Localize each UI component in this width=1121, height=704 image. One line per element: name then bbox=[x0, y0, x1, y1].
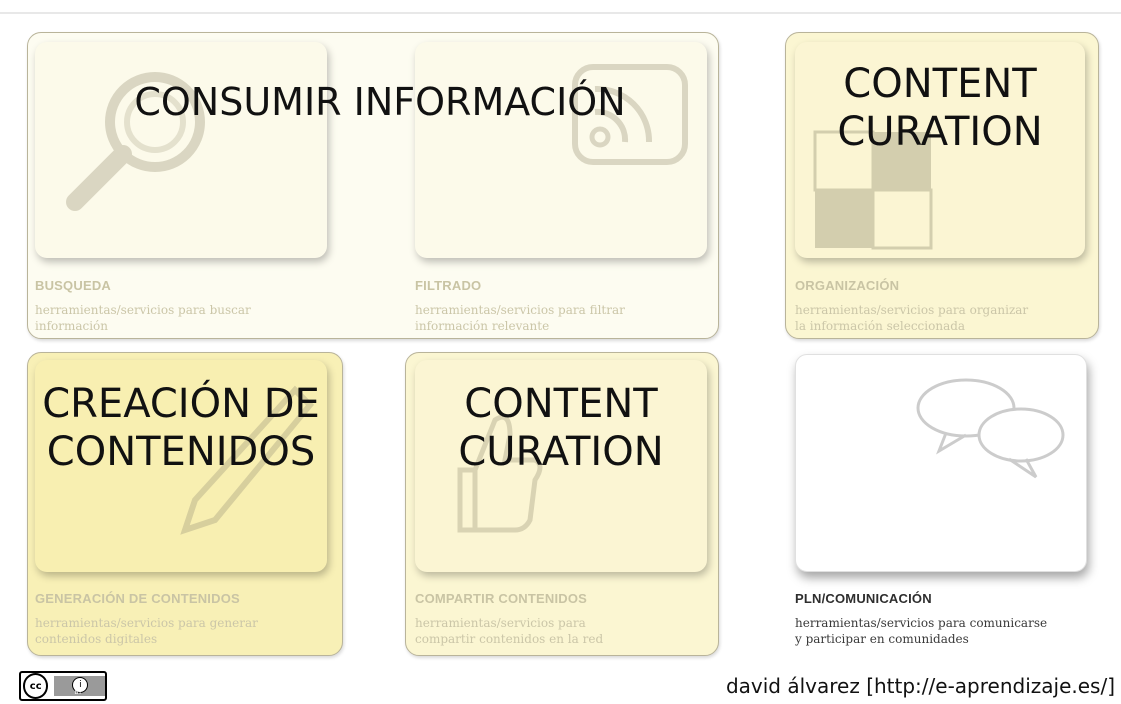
creacion-line2: CONTENIDOS bbox=[46, 429, 316, 475]
compartir-desc-line1: herramientas/servicios para bbox=[415, 616, 586, 630]
by-attribution-icon: i BY bbox=[54, 676, 105, 696]
pln-card bbox=[795, 354, 1087, 572]
compartir-card bbox=[415, 360, 707, 572]
curation-bottom-line2: CURATION bbox=[458, 429, 664, 475]
busqueda-desc-line1: herramientas/servicios para buscar bbox=[35, 303, 251, 317]
curation-bottom-line1: CONTENT bbox=[464, 381, 658, 427]
compartir-desc: herramientas/servicios para compartir co… bbox=[415, 615, 603, 647]
checkerboard-icon bbox=[813, 130, 933, 250]
filtrado-desc-line2: información relevante bbox=[415, 319, 550, 333]
cc-license-badge[interactable]: cc i BY bbox=[19, 671, 107, 701]
author-credit: david álvarez [http://e-aprendizaje.es/] bbox=[725, 674, 1115, 698]
generacion-desc-line2: contenidos digitales bbox=[35, 632, 158, 646]
curation-top-line2: CURATION bbox=[837, 109, 1043, 155]
compartir-desc-line2: compartir contenidos en la red bbox=[415, 632, 604, 646]
filtrado-label: FILTRADO bbox=[415, 278, 482, 293]
organizacion-card bbox=[795, 42, 1085, 258]
filtrado-desc-line1: herramientas/servicios para filtrar bbox=[415, 303, 625, 317]
organizacion-desc: herramientas/servicios para organizar la… bbox=[795, 302, 1028, 334]
busqueda-card bbox=[35, 42, 327, 258]
filtrado-card bbox=[415, 42, 707, 258]
rss-icon bbox=[572, 64, 688, 165]
busqueda-label: BUSQUEDA bbox=[35, 278, 111, 293]
magnifier-icon bbox=[66, 72, 205, 211]
cc-logo-icon: cc bbox=[23, 673, 49, 699]
curation-bottom-heading: CONTENT CURATION bbox=[415, 380, 707, 476]
filtrado-desc: herramientas/servicios para filtrar info… bbox=[415, 302, 625, 334]
thumbs-up-icon bbox=[457, 414, 543, 533]
organizacion-desc-line1: herramientas/servicios para organizar bbox=[795, 303, 1029, 317]
pencil-icon bbox=[180, 385, 315, 535]
busqueda-desc-line2: información bbox=[35, 319, 109, 333]
consumir-heading: CONSUMIR INFORMACIÓN bbox=[134, 80, 626, 124]
creacion-card bbox=[35, 360, 327, 572]
busqueda-desc: herramientas/servicios para buscar infor… bbox=[35, 302, 251, 334]
organizacion-desc-line2: la información seleccionada bbox=[795, 319, 966, 333]
pln-desc-line2: y participar en comunidades bbox=[795, 632, 969, 646]
pln-label: PLN/COMUNICACIÓN bbox=[795, 591, 932, 606]
top-divider bbox=[0, 12, 1121, 14]
pln-desc-line1: herramientas/servicios para comunicarse bbox=[795, 616, 1048, 630]
person-icon: i bbox=[72, 677, 89, 693]
pln-desc: herramientas/servicios para comunicarse … bbox=[795, 615, 1047, 647]
curation-top-heading: CONTENT CURATION bbox=[795, 60, 1085, 156]
compartir-label: COMPARTIR CONTENIDOS bbox=[415, 591, 588, 606]
by-label: BY bbox=[74, 689, 82, 696]
generacion-label: GENERACIÓN DE CONTENIDOS bbox=[35, 591, 240, 606]
creacion-line1: CREACIÓN DE bbox=[42, 381, 320, 427]
curation-top-line1: CONTENT bbox=[843, 61, 1037, 107]
creacion-heading: CREACIÓN DE CONTENIDOS bbox=[35, 380, 327, 476]
generacion-desc: herramientas/servicios para generar cont… bbox=[35, 615, 258, 647]
generacion-desc-line1: herramientas/servicios para generar bbox=[35, 616, 258, 630]
speech-bubbles-icon bbox=[916, 378, 1065, 479]
organizacion-label: ORGANIZACIÓN bbox=[795, 278, 900, 293]
